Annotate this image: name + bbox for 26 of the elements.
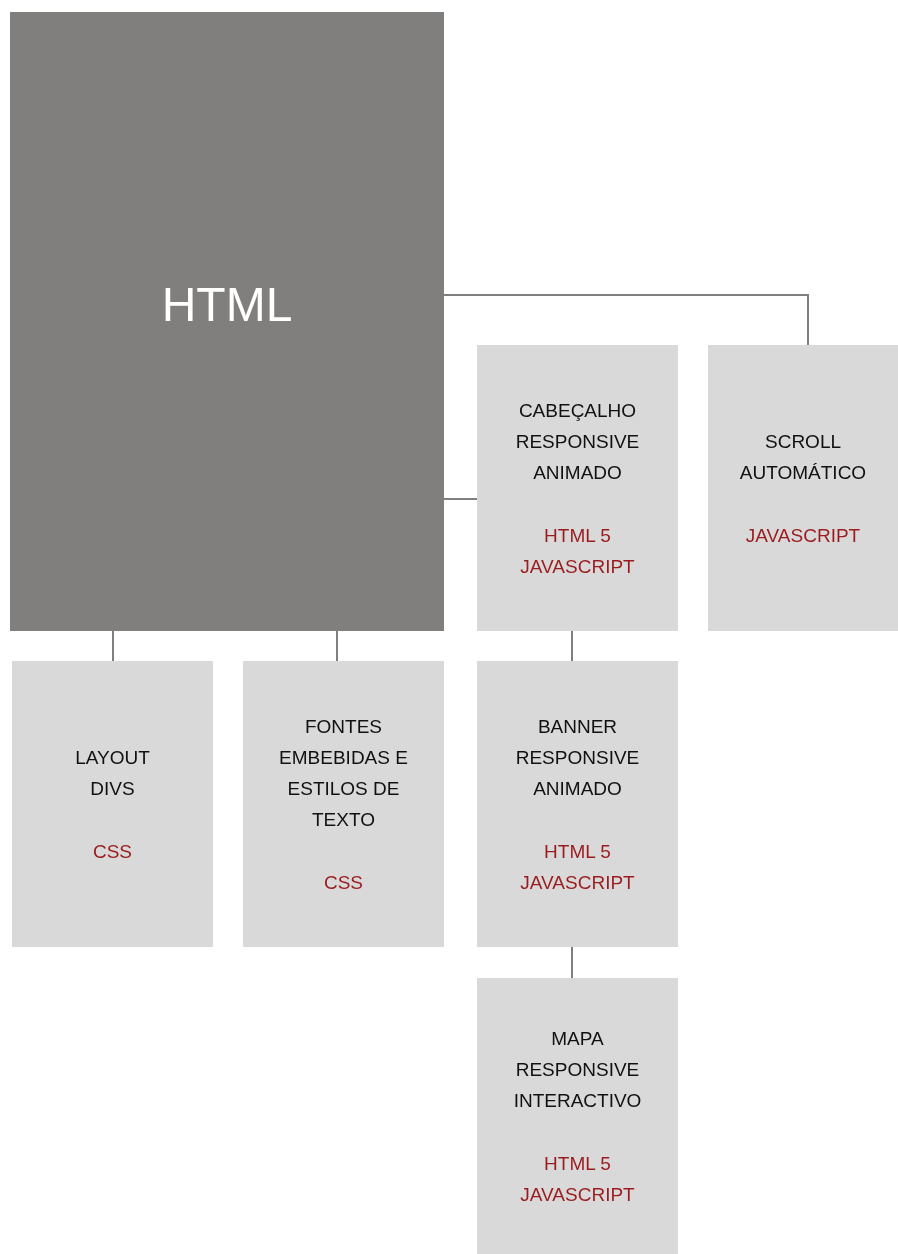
box-title: HTML bbox=[161, 276, 293, 333]
connector-line bbox=[571, 630, 573, 662]
connector-line bbox=[571, 946, 573, 979]
feature-box bbox=[243, 661, 444, 947]
feature-box bbox=[12, 661, 213, 947]
connector-line bbox=[336, 630, 338, 662]
feature-label: FONTES EMBEBIDAS E ESTILOS DE TEXTO bbox=[278, 714, 409, 832]
technology-label: HTML 5 JAVASCRIPT bbox=[519, 1151, 636, 1207]
technology-label: JAVASCRIPT bbox=[745, 523, 861, 548]
feature-label: BANNER RESPONSIVE ANIMADO bbox=[514, 714, 641, 801]
feature-label: MAPA RESPONSIVE INTERACTIVO bbox=[512, 1026, 643, 1113]
feature-label: CABEÇALHO RESPONSIVE ANIMADO bbox=[514, 398, 641, 485]
technology-label: HTML 5 JAVASCRIPT bbox=[519, 523, 636, 579]
feature-box bbox=[708, 345, 898, 631]
connector-line bbox=[112, 630, 114, 662]
feature-label: SCROLL AUTOMÁTICO bbox=[738, 429, 868, 485]
connector-line bbox=[443, 498, 478, 500]
technology-label: HTML 5 JAVASCRIPT bbox=[519, 839, 636, 895]
technology-label: CSS bbox=[323, 870, 364, 895]
feature-box bbox=[477, 661, 678, 947]
feature-box bbox=[477, 345, 678, 631]
feature-box bbox=[477, 978, 678, 1254]
feature-label: LAYOUT DIVS bbox=[74, 745, 151, 801]
connector-line bbox=[443, 294, 809, 346]
technology-label: CSS bbox=[92, 839, 133, 864]
main-box bbox=[10, 12, 444, 631]
